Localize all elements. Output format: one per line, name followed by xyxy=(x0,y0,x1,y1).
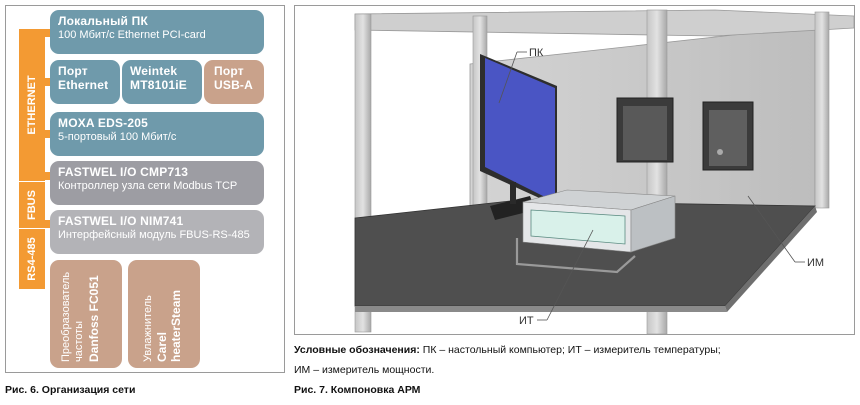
weintek-box: Weintek MT8101iE xyxy=(122,60,202,104)
power-meter-2-face xyxy=(709,110,747,166)
label-im: ИМ xyxy=(807,257,824,269)
port-usb-line2: USB-A xyxy=(214,78,253,92)
figure7-legend-line1: Условные обозначения: ПК – настольный ко… xyxy=(294,344,721,356)
bus-link xyxy=(44,172,52,180)
bus-link xyxy=(44,130,52,138)
port-ethernet-line2: Ethernet xyxy=(58,78,109,92)
thermometer-display xyxy=(530,209,626,245)
port-usb-line1: Порт xyxy=(214,64,244,78)
workstation-illustration-frame: ПК ИМ ИТ xyxy=(294,5,855,335)
weintek-line2: MT8101iE xyxy=(130,78,187,92)
network-diagram-frame: ETHERNET FBUS RS4-485 Локальный ПК 100 М… xyxy=(5,5,285,373)
moxa-subtitle: 5-портовый 100 Мбит/с xyxy=(58,131,177,143)
leader-pc xyxy=(498,51,518,104)
carel-name1: Carel xyxy=(155,331,169,362)
port-ethernet-line1: Порт xyxy=(58,64,88,78)
carel-line1: Увлажнитель xyxy=(142,295,154,362)
thermometer-box-side xyxy=(630,195,676,253)
figure7-caption: Рис. 7. Компоновка АРМ xyxy=(294,384,421,396)
desk-edge xyxy=(355,306,727,312)
legend-heading: Условные обозначения: xyxy=(294,344,420,356)
workstation-illustration: ПК ИМ ИТ xyxy=(354,9,855,335)
danfoss-name: Danfoss FC051 xyxy=(87,275,101,362)
leader-it xyxy=(546,229,594,321)
nim741-title: FASTWEL I/O NIM741 xyxy=(58,214,184,228)
danfoss-box: Преобразователь частоты Danfoss FC051 xyxy=(50,260,122,368)
local-pc-subtitle: 100 Мбит/с Ethernet PCI-card xyxy=(58,29,206,41)
desk-side xyxy=(725,206,817,312)
cmp713-subtitle: Контроллер узла сети Modbus TCP xyxy=(58,180,238,192)
local-pc-box: Локальный ПК 100 Мбит/с Ethernet PCI-car… xyxy=(50,10,264,54)
carel-name2: heaterSteam xyxy=(169,289,183,362)
power-meter-2-knob xyxy=(717,149,723,155)
carel-box: Увлажнитель Carel heaterSteam xyxy=(128,260,200,368)
label-it: ИТ xyxy=(519,315,534,327)
legend-text-2: ИМ – измеритель мощности. xyxy=(294,364,435,376)
ethernet-bus: ETHERNET xyxy=(19,29,45,181)
port-usb-box: Порт USB-A xyxy=(204,60,264,104)
thermometer-handle xyxy=(515,238,636,274)
shelf-post-right-back xyxy=(814,11,830,209)
weintek-line1: Weintek xyxy=(130,64,178,78)
rs485-bus: RS4-485 xyxy=(19,229,45,289)
power-meter-1-face xyxy=(623,106,667,160)
nim741-box: FASTWEL I/O NIM741 Интерфейсный модуль F… xyxy=(50,210,264,254)
bus-link xyxy=(44,29,52,37)
bus-link xyxy=(44,220,52,228)
moxa-box: MOXA EDS-205 5-портовый 100 Мбит/с xyxy=(50,112,264,156)
rs485-bus-label: RS4-485 xyxy=(26,237,38,281)
port-ethernet-box: Порт Ethernet xyxy=(50,60,120,104)
figure7-legend-line2: ИМ – измеритель мощности. xyxy=(294,364,434,376)
figure6-caption: Рис. 6. Организация сети xyxy=(5,384,136,396)
monitor-neck xyxy=(510,182,516,204)
danfoss-line2: частоты xyxy=(73,320,85,362)
legend-text-1: ПК – настольный компьютер; ИТ – измерите… xyxy=(419,344,721,356)
top-shelf xyxy=(354,9,855,37)
label-pc: ПК xyxy=(529,47,544,59)
danfoss-line1: Преобразователь xyxy=(60,271,72,362)
fbus-bus-label: FBUS xyxy=(26,190,38,220)
nim741-subtitle: Интерфейсный модуль FBUS-RS-485 xyxy=(58,229,250,241)
local-pc-title: Локальный ПК xyxy=(58,14,148,28)
bus-link xyxy=(44,78,52,86)
ethernet-bus-label: ETHERNET xyxy=(26,75,38,135)
fbus-bus: FBUS xyxy=(19,182,45,228)
cmp713-box: FASTWEL I/O CMP713 Контроллер узла сети … xyxy=(50,161,264,205)
cmp713-title: FASTWEL I/O CMP713 xyxy=(58,165,189,179)
moxa-title: MOXA EDS-205 xyxy=(58,116,148,130)
leader-im xyxy=(747,195,796,263)
